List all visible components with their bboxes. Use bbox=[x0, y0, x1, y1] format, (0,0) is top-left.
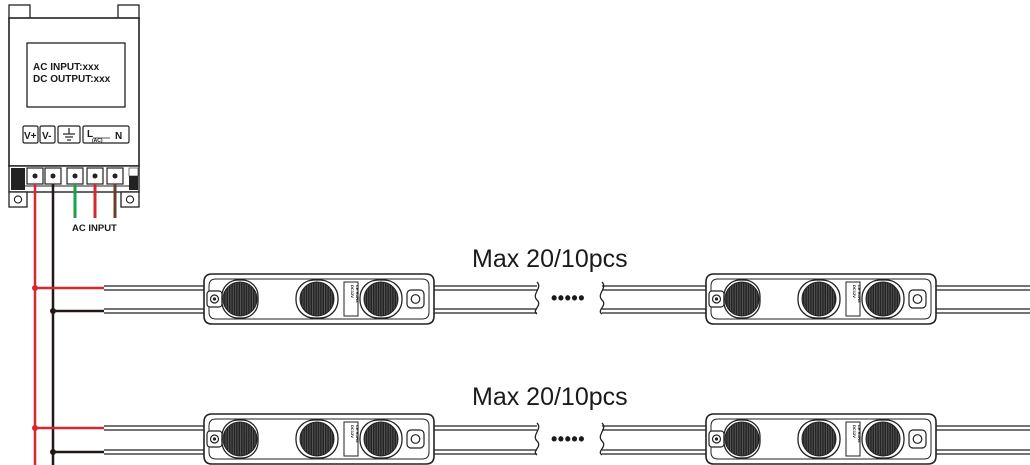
module-label-line2: CE RoHS bbox=[355, 285, 360, 303]
power-supply: AC INPUT:xxx DC OUTPUT:xxx V+ V- L (AC) … bbox=[8, 4, 140, 208]
module-row-2: Max 20/10pcs ••••• DC12V CE RoHS bbox=[104, 383, 1030, 465]
led-module: DC12V CE RoHS bbox=[203, 273, 435, 325]
continuation-dots: ••••• bbox=[551, 429, 585, 449]
max-count-label: Max 20/10pcs bbox=[472, 383, 628, 411]
terminal-n-label: N bbox=[115, 131, 122, 142]
dc-bus bbox=[32, 184, 104, 465]
ground-icon bbox=[63, 128, 75, 141]
terminal-ac-sub-label: (AC) bbox=[92, 138, 103, 144]
ac-input-label: AC INPUT bbox=[72, 223, 117, 234]
ac-input-wires bbox=[73, 184, 117, 218]
module-label-line1: DC12V bbox=[852, 285, 857, 298]
psu-dc-output-label: DC OUTPUT:xxx bbox=[33, 74, 111, 85]
led-module: DC12V CE RoHS bbox=[705, 273, 937, 325]
module-label-line2: CE RoHS bbox=[857, 285, 862, 303]
led-module: DC12V CE RoHS bbox=[203, 413, 435, 465]
row-cables bbox=[104, 425, 1030, 455]
module-label-line1: DC12V bbox=[350, 285, 355, 298]
module-label-line1: DC12V bbox=[852, 425, 857, 438]
module-label-line1: DC12V bbox=[350, 425, 355, 438]
psu-ac-input-label: AC INPUT:xxx bbox=[33, 62, 100, 73]
row-cables bbox=[104, 285, 1030, 314]
psu-top-tab-left bbox=[8, 4, 31, 20]
terminal-vminus-label: V- bbox=[42, 131, 51, 142]
module-label-line2: CE RoHS bbox=[857, 425, 862, 443]
psu-terminal-legend: V+ V- L (AC) N bbox=[22, 125, 130, 144]
module-row-1: Max 20/10pcs ••••• DC12V CE RoHS bbox=[104, 245, 1030, 325]
continuation-dots: ••••• bbox=[551, 288, 585, 308]
psu-label-panel bbox=[26, 42, 126, 108]
terminal-screws bbox=[26, 167, 124, 185]
psu-terminal-block bbox=[8, 165, 140, 193]
max-count-label: Max 20/10pcs bbox=[472, 245, 628, 273]
module-label-line2: CE RoHS bbox=[355, 425, 360, 443]
terminal-l-label: L bbox=[87, 129, 93, 140]
terminal-vplus-label: V+ bbox=[24, 131, 37, 142]
led-module: DC12V CE RoHS bbox=[705, 413, 937, 465]
psu-top-tab-right bbox=[117, 4, 140, 20]
